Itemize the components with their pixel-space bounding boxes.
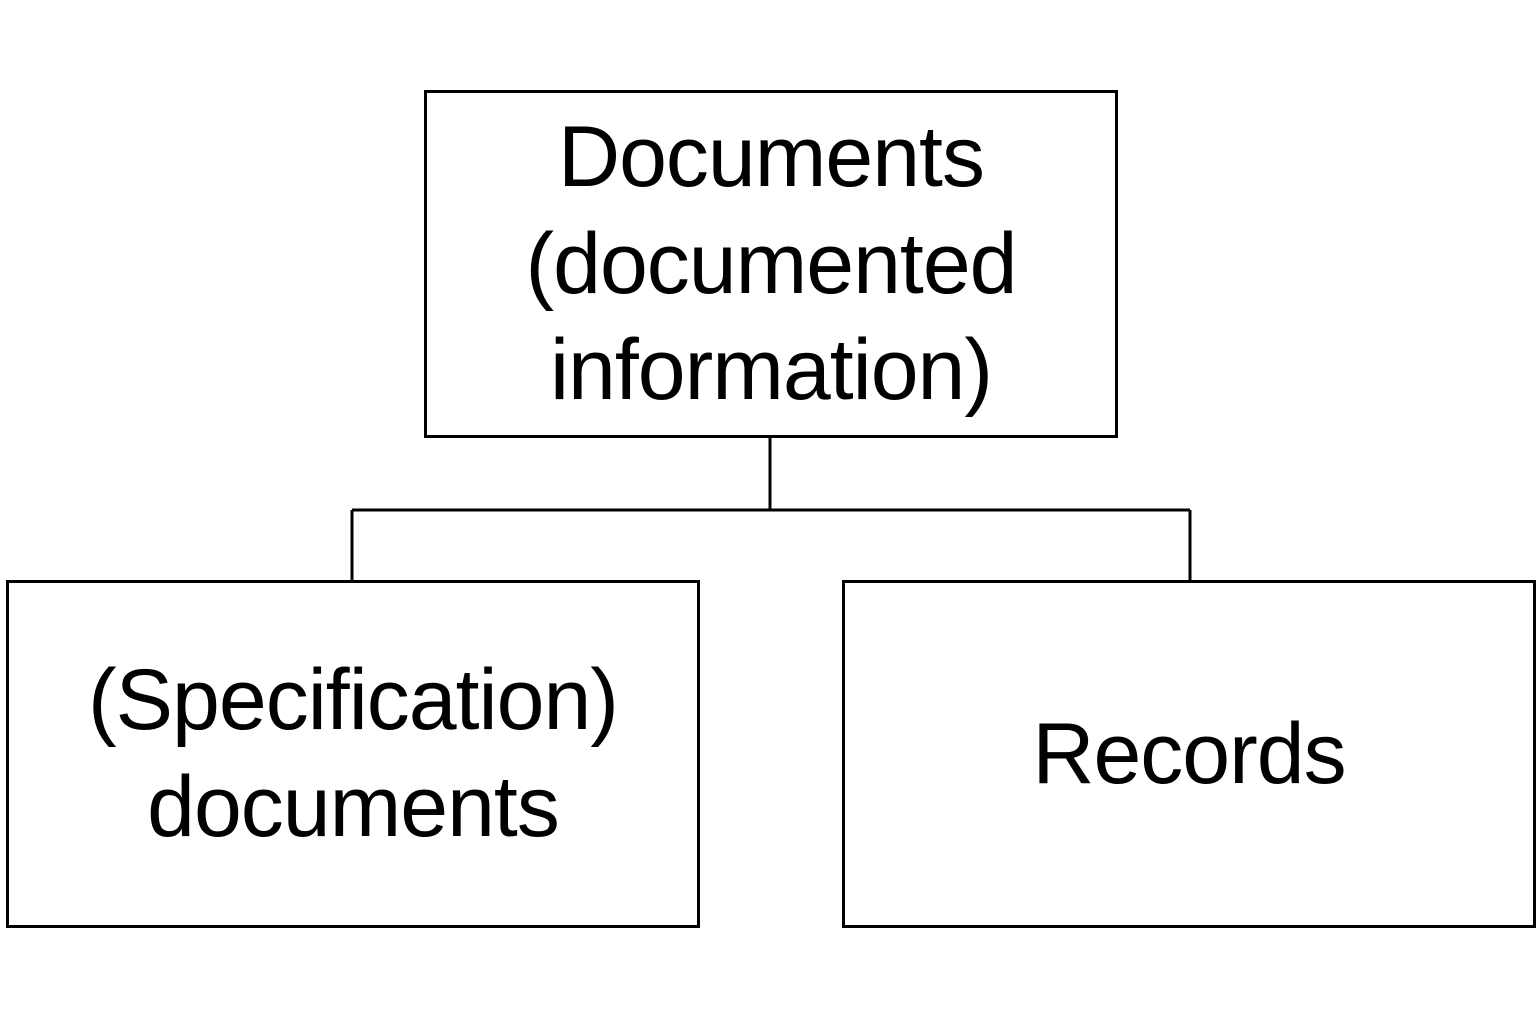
records-node: Records xyxy=(842,580,1536,928)
specification-documents-node-label: (Specification) documents xyxy=(88,652,619,855)
documents-node: Documents (documented information) xyxy=(424,90,1118,438)
documents-node-label: Documents (documented information) xyxy=(525,109,1018,419)
records-node-label: Records xyxy=(1032,705,1346,802)
specification-documents-node: (Specification) documents xyxy=(6,580,700,928)
